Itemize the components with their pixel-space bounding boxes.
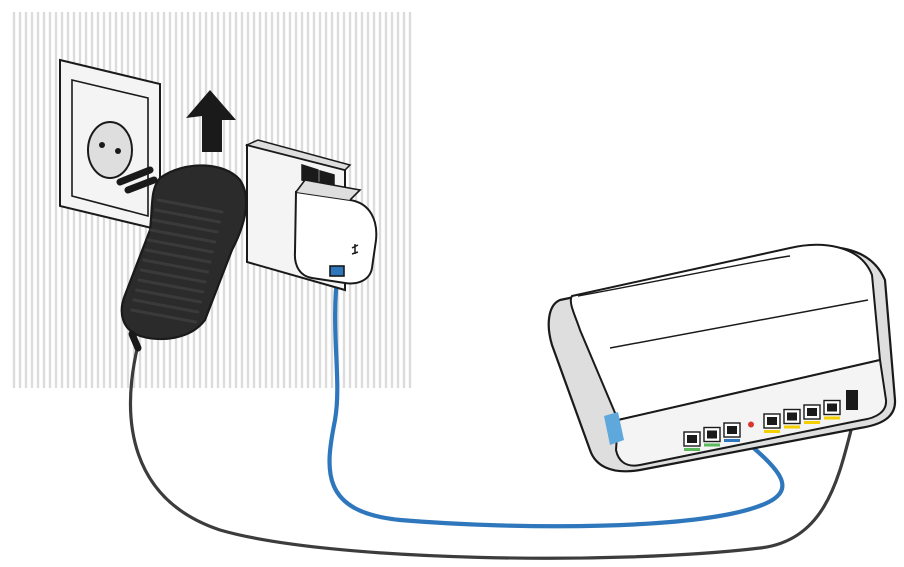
arrow-up-icon xyxy=(186,90,236,152)
lan-2-port xyxy=(783,408,801,429)
lan-3-port xyxy=(803,404,821,424)
power-adapter xyxy=(116,164,248,352)
wall-socket xyxy=(59,58,161,232)
lan-1-port xyxy=(763,413,781,433)
power-cable xyxy=(128,343,857,560)
router-side-accent xyxy=(604,412,624,445)
dsl-port xyxy=(723,422,741,442)
reset-led xyxy=(748,421,754,428)
dsl-splitter xyxy=(293,179,378,285)
lan-4-port xyxy=(823,399,841,420)
phone-1-port xyxy=(683,431,701,451)
phone-2-port xyxy=(703,426,721,447)
dsl-cable xyxy=(327,267,785,529)
router xyxy=(547,243,897,473)
power-port xyxy=(846,390,858,410)
